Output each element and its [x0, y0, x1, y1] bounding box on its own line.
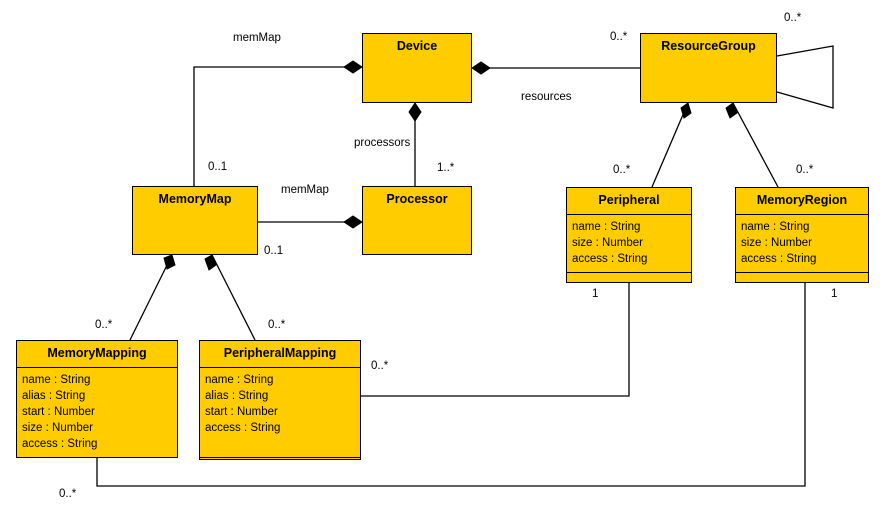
multiplicity-memoryregion-resourcegroup: 0..*	[796, 164, 814, 176]
class-memorymapping[interactable]: MemoryMapping name : String alias : Stri…	[16, 340, 178, 458]
composition-diamond	[680, 102, 692, 119]
class-attributes-peripheral: name : String size : Number access : Str…	[567, 215, 691, 273]
class-operations-memorymapping	[17, 458, 177, 472]
attribute: name : String	[741, 220, 810, 233]
class-operations-peripheralmapping	[200, 458, 360, 472]
attribute: start : Number	[205, 405, 278, 418]
edge-memorymapping-to-memoryregion	[96, 283, 806, 487]
class-name-resourcegroup: ResourceGroup	[661, 39, 756, 53]
class-operations-memoryregion	[736, 273, 868, 287]
multiplicity-resourcegroup-self: 0..*	[784, 12, 802, 24]
class-name-memorymapping: MemoryMapping	[17, 341, 177, 368]
class-attributes-memorymapping: name : String alias : String start : Num…	[17, 368, 177, 458]
composition-diamond	[204, 254, 217, 271]
multiplicity-peripheral-resourcegroup: 0..*	[613, 164, 631, 176]
composition-diamond	[471, 61, 491, 75]
multiplicity-processor-device: 1..*	[437, 162, 455, 174]
class-device[interactable]: Device	[362, 33, 472, 103]
multiplicity-peripheralmapping-peripheral: 0..*	[371, 360, 389, 372]
class-peripheral[interactable]: Peripheral name : String size : Number a…	[566, 187, 692, 283]
multiplicity-memorymap-processor: 0..1	[264, 245, 284, 257]
class-attributes-memoryregion: name : String size : Number access : Str…	[736, 215, 868, 273]
class-name-peripheralmapping: PeripheralMapping	[200, 341, 360, 368]
edge-memorymap-to-device	[193, 60, 363, 186]
class-memorymap[interactable]: MemoryMap	[132, 186, 258, 255]
edge-peripheralmapping-to-peripheral	[361, 283, 630, 397]
composition-diamond	[725, 102, 738, 119]
attribute: access : String	[741, 252, 817, 265]
attribute: name : String	[22, 373, 91, 386]
edge-label-memmap-processor: memMap	[281, 184, 329, 196]
multiplicity-peripheralmapping-memorymap: 0..*	[268, 319, 286, 331]
edge-label-resources: resources	[521, 91, 572, 103]
class-name-memoryregion: MemoryRegion	[736, 188, 868, 215]
edge-device-to-resourcegroup	[471, 61, 640, 75]
multiplicity-memorymapping-memoryregion: 0..*	[59, 488, 77, 500]
class-name-processor: Processor	[386, 192, 448, 206]
edge-memorymap-to-peripheralmapping	[204, 254, 256, 341]
class-name-memorymap: MemoryMap	[158, 192, 232, 206]
class-name-device: Device	[396, 39, 438, 53]
multiplicity-memorymap-device: 0..1	[208, 161, 228, 173]
attribute: name : String	[572, 220, 641, 233]
attribute: size : Number	[572, 236, 643, 249]
composition-diamond	[343, 215, 363, 229]
class-attributes-peripheralmapping: name : String alias : String start : Num…	[200, 368, 360, 458]
edge-resourcegroup-to-memoryregion	[725, 102, 779, 188]
class-operations-peripheral	[567, 273, 691, 287]
multiplicity-peripheral-mapping-one: 1	[592, 288, 599, 300]
attribute: access : String	[205, 421, 281, 434]
class-name-peripheral: Peripheral	[567, 188, 691, 215]
edge-memorymap-to-processor	[258, 215, 363, 229]
composition-diamond	[408, 102, 422, 122]
class-resourcegroup[interactable]: ResourceGroup	[640, 33, 777, 103]
attribute: alias : String	[205, 389, 269, 402]
attribute: start : Number	[22, 405, 95, 418]
edge-device-to-processor	[408, 102, 422, 186]
multiplicity-device-resourcegroup: 0..*	[610, 31, 628, 43]
attribute: access : String	[22, 437, 98, 450]
edge-resourcegroup-to-peripheral	[651, 102, 692, 188]
attribute: alias : String	[22, 389, 86, 402]
class-processor[interactable]: Processor	[362, 186, 472, 255]
attribute: access : String	[572, 252, 648, 265]
multiplicity-memoryregion-mapping-one: 1	[831, 288, 838, 300]
attribute: size : Number	[741, 236, 812, 249]
attribute: size : Number	[22, 421, 93, 434]
class-peripheralmapping[interactable]: PeripheralMapping name : String alias : …	[199, 340, 361, 460]
composition-diamond	[163, 254, 176, 270]
multiplicity-memorymapping-memorymap: 0..*	[95, 319, 113, 331]
attribute: name : String	[205, 373, 274, 386]
edge-label-memmap-device: memMap	[233, 32, 281, 44]
edge-label-processors: processors	[354, 137, 411, 149]
class-memoryregion[interactable]: MemoryRegion name : String size : Number…	[735, 187, 869, 283]
composition-diamond	[343, 60, 363, 74]
edge-memorymap-to-memorymapping	[129, 254, 176, 341]
